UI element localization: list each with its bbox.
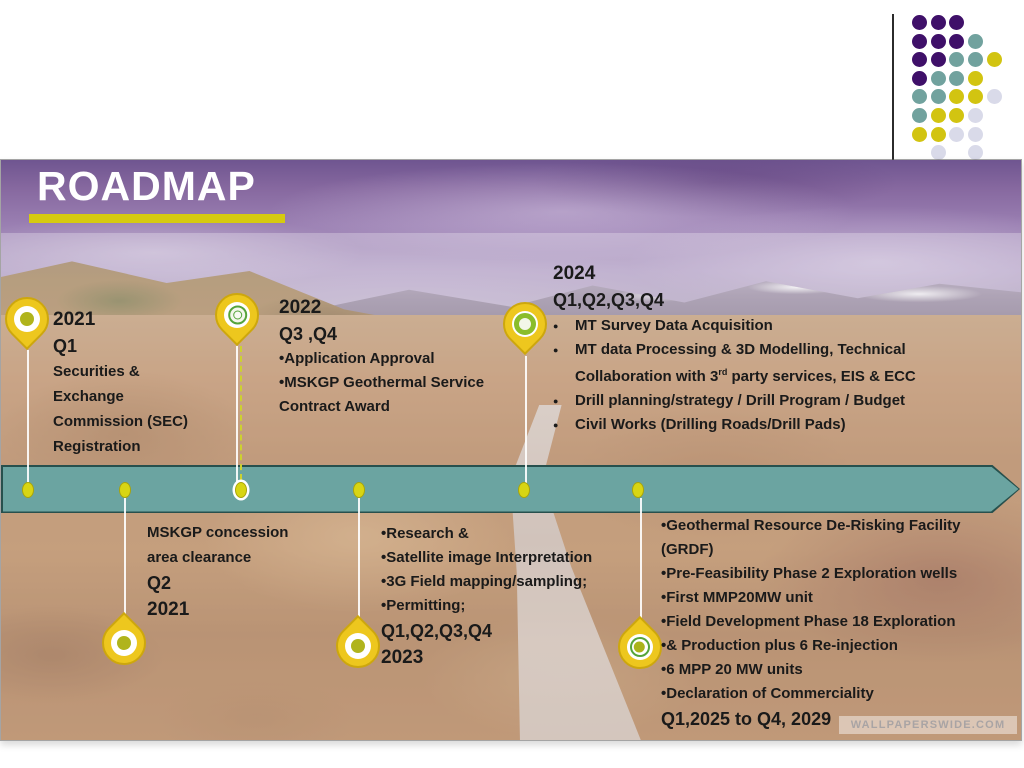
milestone-line: ●Drill planning/strategy / Drill Program… [553,392,906,409]
milestone-line: •Application Approval [279,350,435,367]
decor-dot [912,52,927,68]
milestone-line: 2023 [381,647,424,668]
decor-dot [930,126,946,142]
milestone-line: •Geothermal Resource De-Risking Facility [661,517,961,534]
decor-dot [930,33,946,49]
decor-dot [930,108,946,123]
pin-core [348,636,368,656]
milestone-line: Exchange [53,388,124,405]
decor-dot [986,89,1002,105]
decor-dot [949,70,965,86]
milestone-line: •First MMP20MW unit [661,589,813,606]
connector-2021 [27,350,29,484]
decor-dot [968,108,984,123]
decor-dot [986,52,1002,68]
decor-dot [949,108,965,123]
watermark: WALLPAPERSWIDE.COM [839,716,1017,734]
decor-dot [968,145,984,161]
decor-vertical-line [892,14,894,160]
milestone-line: Securities & [53,363,140,380]
title-underline [29,214,285,223]
milestone-2022: 2022 Q3 ,Q4 •Application Approval •MSKGP Ge… [279,294,519,419]
milestone-line: 2022 [279,297,322,318]
decor-dot [930,89,946,105]
milestone-line: Q3 ,Q4 [279,324,338,344]
milestone-line: ●Civil Works (Drilling Roads/Drill Pads) [553,416,846,433]
milestone-line: •Permitting; [381,597,466,614]
milestone-future: •Geothermal Resource De-Risking Facility… [661,514,1021,732]
milestone-line: ●MT data Processing & 3D Modelling, Tech… [553,341,906,358]
decor-dot [949,52,965,68]
timeline-arrow-fill [2,466,1019,512]
decor-dot [930,145,946,161]
connector-2024 [525,356,527,484]
milestone-line: Q1,Q2,Q3,Q4 [553,290,665,310]
milestone-line: Q1 [53,336,78,356]
milestone-line: Q1,Q2,Q3,Q4 [381,621,493,641]
milestone-line: 2024 [553,263,596,284]
milestone-line: •3G Field mapping/sampling; [381,573,588,590]
milestone-line: area clearance [147,549,252,566]
milestone-line: Collaboration with 3rd party services, E… [575,367,916,385]
milestone-line: (GRDF) [661,541,714,558]
timeline-arrow [1,465,1020,513]
milestone-line: •Pre-Feasibility Phase 2 Exploration wel… [661,565,958,582]
milestone-2023: •Research & •Satellite image Interpretati… [381,522,651,671]
decor-dot [912,126,927,142]
milestone-line: •Research & [381,525,469,542]
milestone-line: •& Production plus 6 Re-injection [661,637,898,654]
milestone-line: Q1,2025 to Q4, 2029 [661,709,832,729]
milestone-line: 2021 [53,309,96,330]
pin-inner-circle [105,624,143,662]
slide-title: ROADMAP [37,163,256,209]
connector-2022-white [236,346,238,483]
milestone-line: 2021 [147,599,190,620]
decor-dot [968,52,984,68]
decor-dot [968,70,984,86]
photo-ground [1,315,1021,740]
decor-dot [930,52,946,68]
pin-core [17,309,37,329]
slide: ROADMAP [0,159,1022,741]
milestone-line: Contract Award [279,398,390,415]
decor-dot [949,89,965,105]
milestone-line: •6 MPP 20 MW units [661,661,803,678]
decor-dot [968,33,984,49]
pin-inner-circle [339,627,377,665]
pin-inner-circle [8,300,46,338]
decor-dot [912,108,927,123]
pin-core [114,633,134,653]
milestone-line: ●MT Survey Data Acquisition [553,317,773,334]
connector-2022-dashed [240,346,242,480]
milestone-line: MSKGP concession [147,524,289,541]
milestone-line: Commission (SEC) [53,413,189,430]
decor-dot [949,15,965,30]
decor-dot [912,70,927,86]
decor-dot-grid [912,15,1022,165]
decor-dot [930,15,946,30]
milestone-line: •MSKGP Geothermal Service [279,374,485,391]
connector-mskgp [124,498,126,614]
decor-dot [968,89,984,105]
decor-dot [949,126,965,142]
milestone-line: •Field Development Phase 18 Exploration [661,613,956,630]
decor-dot [912,33,927,49]
decor-dot [912,15,927,30]
milestone-line: Q2 [147,573,172,593]
milestone-line: •Satellite image Interpretation [381,549,593,566]
decor-dot [949,33,965,49]
decor-dot [912,89,927,105]
milestone-line: Registration [53,438,141,455]
connector-2023 [358,498,360,617]
decor-dot [968,126,984,142]
milestone-line: •Declaration of Commerciality [661,685,874,702]
connector-future [640,498,642,618]
decor-dot [930,70,946,86]
